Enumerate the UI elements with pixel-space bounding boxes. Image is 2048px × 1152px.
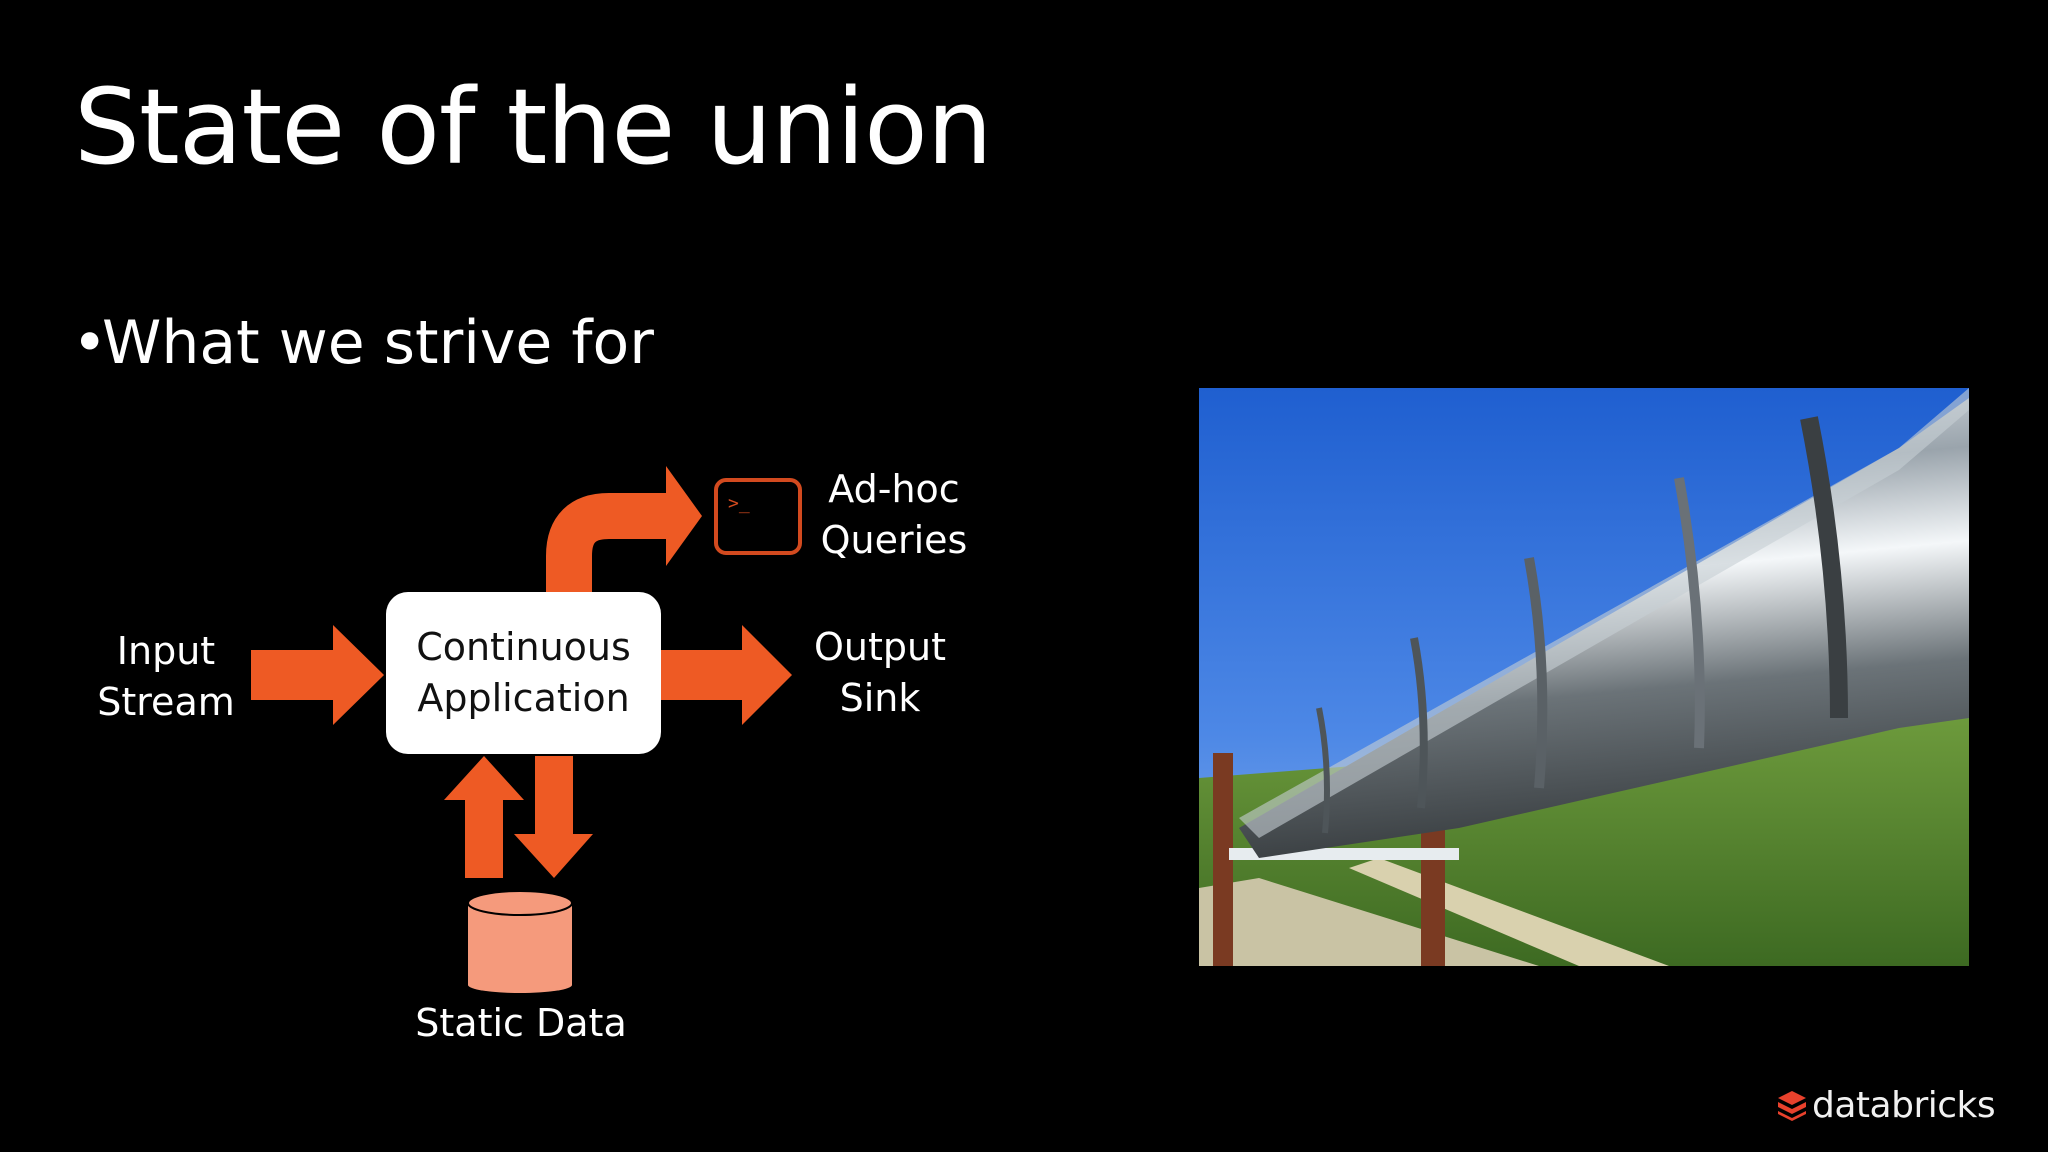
slide-title: State of the union (74, 66, 993, 188)
bullet-dot: • (72, 308, 108, 378)
bullet-item: •What we strive for (72, 305, 654, 381)
terminal-icon: >_ (714, 478, 802, 555)
databricks-logo-icon (1778, 1091, 1806, 1121)
continuous-application-box: Continuous Application (386, 592, 661, 754)
adhoc-queries-label: Ad-hoc Queries (820, 464, 968, 566)
app-label-line1: Continuous (416, 625, 631, 669)
terminal-prompt: >_ (728, 493, 750, 514)
static-to-app-arrow (444, 756, 524, 878)
output-label-line2: Sink (839, 676, 921, 720)
output-label-line1: Output (814, 625, 946, 669)
input-arrow (251, 625, 384, 725)
logo-wordmark: databricks (1812, 1084, 1996, 1126)
static-data-label: Static Data (415, 1001, 627, 1045)
adhoc-label-line1: Ad-hoc (828, 467, 960, 511)
input-label-line1: Input (116, 629, 216, 673)
bullet-text: What we strive for (102, 308, 654, 378)
adhoc-arrow-head (666, 466, 702, 566)
pipeline-photo (1199, 388, 1969, 966)
app-to-static-arrow (514, 756, 593, 878)
adhoc-label-line2: Queries (820, 518, 968, 562)
adhoc-arrow (546, 493, 670, 593)
app-label-line2: Application (417, 676, 630, 720)
database-icon (467, 890, 573, 993)
databricks-logo: databricks (1776, 1080, 1996, 1130)
output-sink-label: Output Sink (810, 622, 950, 724)
input-label-line2: Stream (97, 680, 235, 724)
output-arrow (660, 625, 792, 725)
input-stream-label: Input Stream (96, 626, 236, 728)
